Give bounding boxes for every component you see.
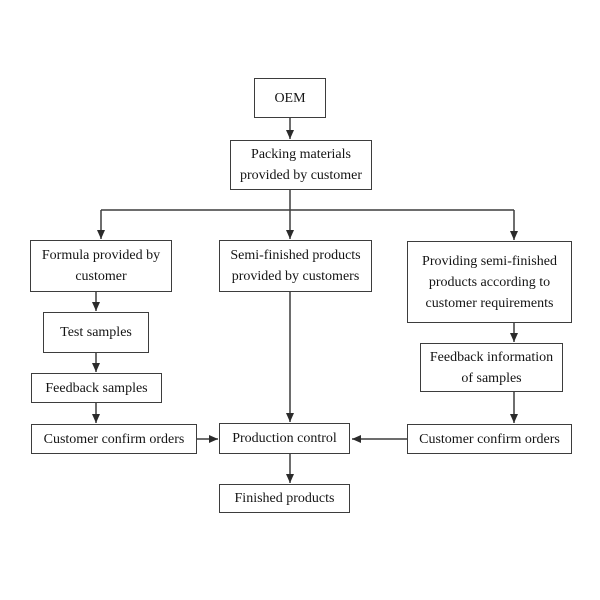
node-customer-confirm-orders-left: Customer confirm orders bbox=[31, 424, 197, 454]
node-providing-semi-finished: Providing semi-finished products accordi… bbox=[407, 241, 572, 323]
node-feedback-samples: Feedback samples bbox=[31, 373, 162, 403]
node-finished-products: Finished products bbox=[219, 484, 350, 513]
node-test-samples: Test samples bbox=[43, 312, 149, 353]
node-semi-finished-products: Semi-finished products provided by custo… bbox=[219, 240, 372, 292]
node-oem: OEM bbox=[254, 78, 326, 118]
node-production-control: Production control bbox=[219, 423, 350, 454]
node-packing-materials: Packing materials provided by customer bbox=[230, 140, 372, 190]
node-formula-provided: Formula provided by customer bbox=[30, 240, 172, 292]
node-feedback-information: Feedback information of samples bbox=[420, 343, 563, 392]
node-customer-confirm-orders-right: Customer confirm orders bbox=[407, 424, 572, 454]
